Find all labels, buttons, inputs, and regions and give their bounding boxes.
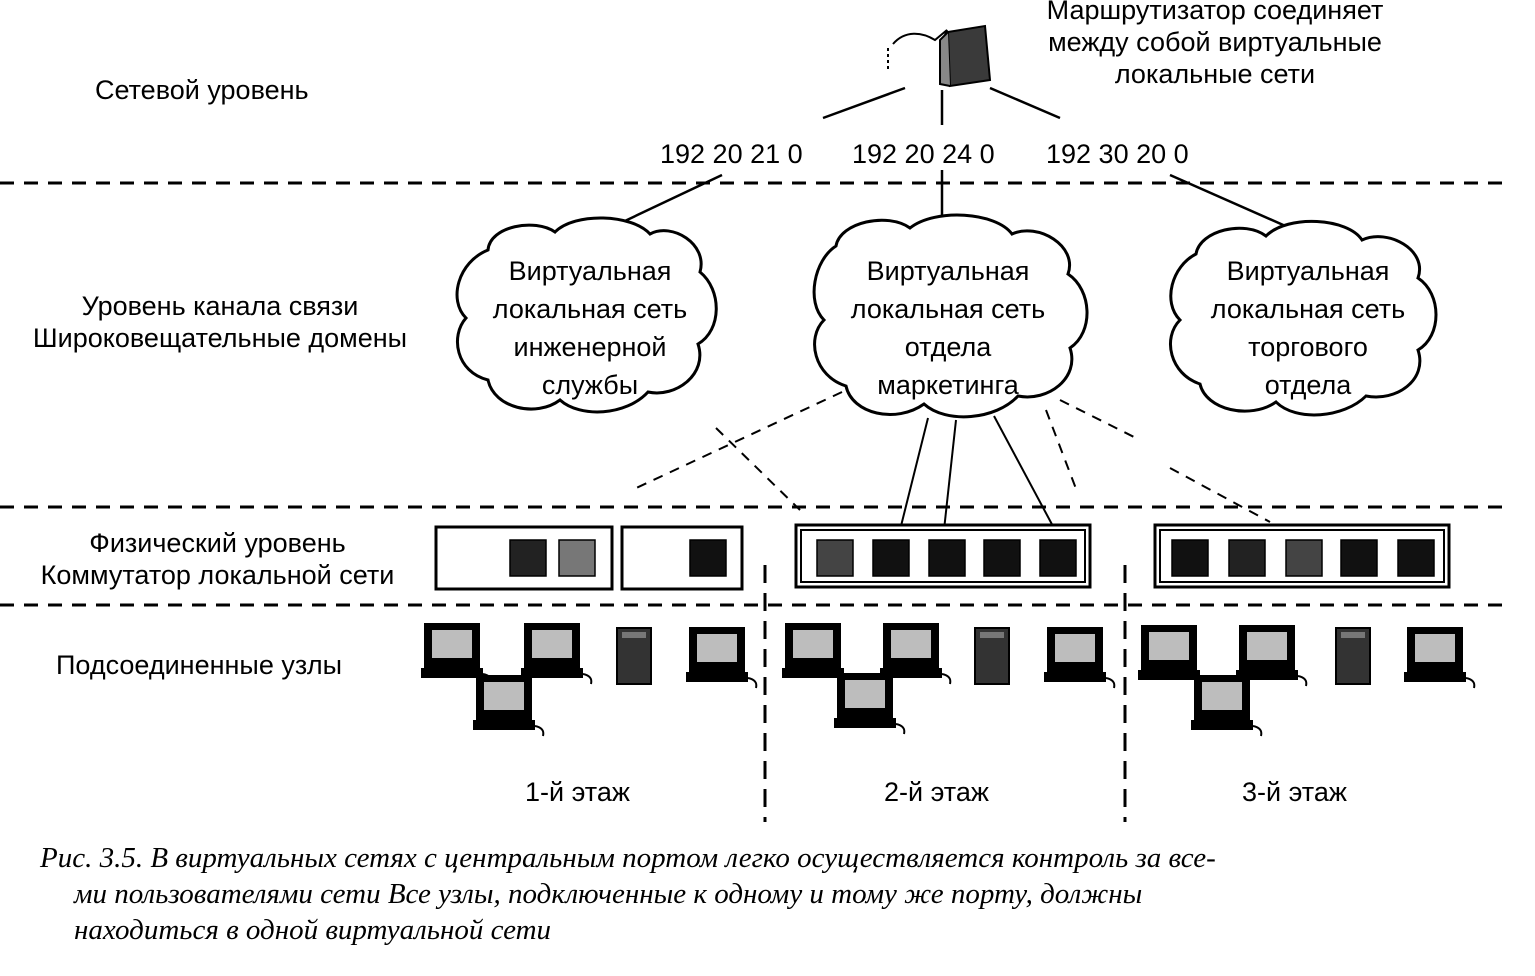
level-label-link: Уровень канала связи Широковещательные д… — [0, 290, 440, 354]
workstation-icon — [834, 673, 906, 735]
router-icon — [887, 24, 992, 88]
vlan-label-line: маркетинга — [877, 370, 1019, 400]
vlan-cloud-marketing — [812, 213, 1089, 419]
workstation-icon — [521, 623, 593, 685]
vlan-label-line: Виртуальная — [1226, 256, 1390, 286]
level-label-line: Широковещательные домены — [32, 323, 408, 353]
switch-port — [1228, 539, 1266, 577]
lan-switches — [434, 523, 1451, 591]
workstation-icon — [473, 675, 545, 737]
switch — [1153, 523, 1451, 589]
switch-port — [689, 539, 727, 577]
workstation-icon — [1404, 627, 1476, 689]
workstation-icon — [880, 623, 952, 685]
switch-port — [1039, 539, 1077, 577]
server-icon — [974, 627, 1010, 685]
vlan-label-line: Виртуальная — [508, 256, 672, 286]
figure-caption-line: Рис. 3.5. В виртуальных сетях с централь… — [40, 842, 1216, 874]
vlan-label-line: инженерной — [513, 332, 667, 362]
workstation-icon — [1138, 625, 1210, 687]
vlan-label-line: Виртуальная — [866, 256, 1030, 286]
figure-caption-line: находиться в одной виртуальной сети — [74, 914, 552, 946]
subnet-label: 192 30 20 0 — [1046, 139, 1189, 169]
router-links — [822, 86, 1061, 125]
switch — [794, 523, 1092, 589]
level-label-nodes: Подсоединенные узлы — [56, 649, 342, 681]
floor-label: 1-й этаж — [525, 777, 630, 807]
level-label-line: Коммутатор локальной сети — [40, 560, 395, 590]
vlan-label-engineering: Виртуальная локальная сеть инженерной сл… — [460, 252, 720, 404]
vlan-label-sales: Виртуальная локальная сеть торгового отд… — [1178, 252, 1438, 404]
switch-port — [928, 539, 966, 577]
switch-port — [509, 539, 547, 577]
switch-port — [1285, 539, 1323, 577]
switch-port — [872, 539, 910, 577]
switch-port — [558, 539, 596, 577]
floor-label: 2-й этаж — [884, 777, 989, 807]
switch-port — [1340, 539, 1378, 577]
router-caption-line: между собой виртуальные — [1048, 27, 1382, 57]
router-caption-line: Маршрутизатор соединяет — [1046, 0, 1384, 25]
workstation-icon — [1191, 675, 1263, 737]
vlan-label-line: службы — [541, 370, 639, 400]
server-icon — [616, 627, 652, 685]
switch — [434, 525, 614, 591]
vlan-cloud-engineering — [455, 216, 718, 414]
connected-nodes — [421, 623, 1476, 737]
switch-port — [1171, 539, 1209, 577]
level-label-line: Подсоединенные узлы — [56, 650, 343, 680]
vlan-label-marketing: Виртуальная локальная сеть отдела маркет… — [818, 252, 1078, 404]
level-label-physical: Физический уровень Коммутатор локальной … — [0, 527, 435, 591]
vlan-label-line: отдела — [904, 332, 992, 362]
vlan-label-line: торгового — [1248, 332, 1368, 362]
server-icon — [1335, 627, 1371, 685]
router-caption-line: локальные сети — [1114, 59, 1316, 89]
vlan-port-links — [631, 391, 1271, 531]
figure-caption-line: ми пользователями сети Все узлы, подключ… — [74, 878, 1143, 910]
switch-port — [983, 539, 1021, 577]
switch — [620, 525, 744, 591]
workstation-icon — [686, 627, 758, 689]
switch-port — [816, 539, 854, 577]
workstation-icon — [782, 623, 854, 685]
level-label-line: Сетевой уровень — [95, 75, 309, 105]
level-label-line: Уровень канала связи — [81, 291, 359, 321]
vlan-cloud-sales — [1169, 219, 1438, 417]
vlan-label-line: отдела — [1264, 370, 1352, 400]
level-label-line: Физический уровень — [89, 528, 346, 558]
switch-port — [1397, 539, 1435, 577]
vlan-clouds — [455, 213, 1438, 419]
vlan-label-line: локальная сеть — [492, 294, 688, 324]
workstation-icon — [421, 623, 493, 685]
floor-label: 3-й этаж — [1242, 777, 1347, 807]
vlan-label-line: локальная сеть — [850, 294, 1046, 324]
subnet-label: 192 20 21 0 — [660, 139, 803, 169]
figure-caption: Рис. 3.5. В виртуальных сетях с централь… — [40, 840, 1520, 948]
floor-dividers — [763, 565, 1127, 822]
subnet-label: 192 20 24 0 — [852, 139, 995, 169]
level-label-network: Сетевой уровень — [95, 74, 309, 106]
workstation-icon — [1236, 625, 1308, 687]
level-separators — [0, 181, 1510, 607]
workstation-icon — [1044, 627, 1116, 689]
router-caption: Маршрутизатор соединяет между собой вирт… — [990, 0, 1440, 90]
vlan-label-line: локальная сеть — [1210, 294, 1406, 324]
